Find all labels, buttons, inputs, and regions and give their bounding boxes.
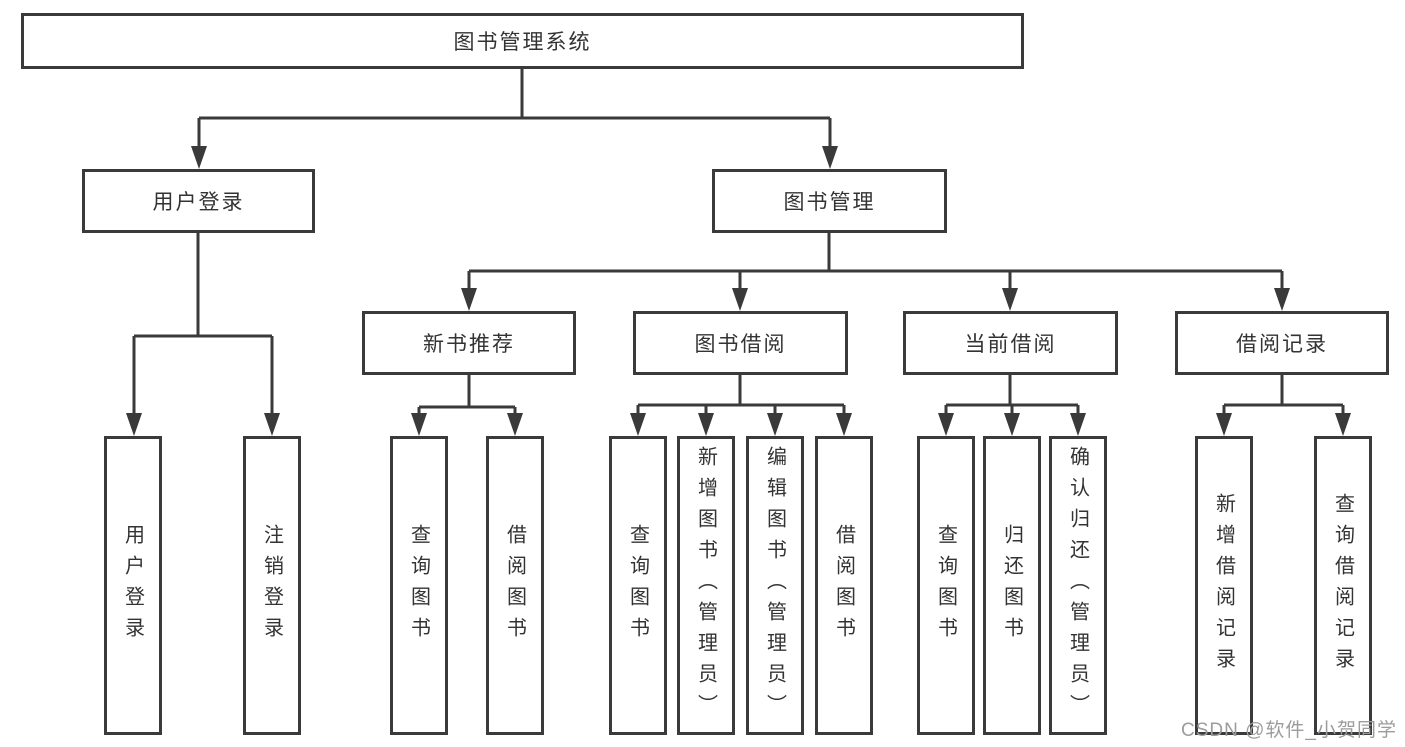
leaf-label: 查询图书 [934, 523, 957, 648]
arrowheads-bookborrow-to-leaves [630, 413, 852, 436]
leaf-user-login: 用户登录 [104, 436, 162, 735]
arrowheads-records-to-leaves [1216, 413, 1351, 436]
leaf-edit-book-admin: 编辑图书（管理员） [746, 436, 804, 735]
connector-currentborrow-to-leaves [944, 375, 1080, 417]
leaf-query-books: 查询图书 [609, 436, 667, 735]
leaf-add-borrow-record: 新增借阅记录 [1195, 436, 1253, 735]
connector-userlogin-to-leaves [132, 233, 274, 417]
leaf-label: 用户登录 [121, 523, 144, 648]
node-book-management: 图书管理 [712, 169, 947, 233]
leaf-confirm-return-admin: 确认归还（管理员） [1049, 436, 1107, 735]
node-library-management-system: 图书管理系统 [21, 13, 1024, 69]
node-label: 当前借阅 [964, 333, 1057, 356]
csdn-watermark: CSDN @软件_小贺同学 [1181, 720, 1397, 741]
connector-newbook-to-leaves [417, 375, 517, 417]
connector-root-to-level2 [197, 69, 832, 150]
leaf-label: 新增图书（管理员） [694, 446, 717, 725]
node-label: 用户登录 [152, 191, 245, 214]
arrowheads-newbook-to-leaves [411, 413, 523, 436]
node-current-borrowing: 当前借阅 [903, 311, 1118, 375]
leaf-borrow-books: 借阅图书 [815, 436, 873, 735]
node-label: 新书推荐 [423, 333, 515, 356]
leaf-label: 借阅图书 [503, 523, 526, 648]
connector-bookborrow-to-leaves [636, 375, 846, 417]
leaf-label: 查询图书 [407, 523, 430, 648]
leaf-query-books: 查询图书 [917, 436, 975, 735]
node-label: 借阅记录 [1236, 333, 1328, 356]
leaf-label: 编辑图书（管理员） [763, 446, 786, 725]
arrowheads-bookmgmt-to-level3 [461, 288, 1290, 311]
arrowheads-currentborrow-to-leaves [938, 413, 1086, 436]
node-borrowing-records: 借阅记录 [1175, 311, 1389, 375]
arrowheads-userlogin-to-leaves [126, 413, 280, 436]
leaf-label: 借阅图书 [832, 523, 855, 648]
node-book-borrowing: 图书借阅 [633, 311, 848, 375]
leaf-add-book-admin: 新增图书（管理员） [677, 436, 735, 735]
leaf-query-borrow-record: 查询借阅记录 [1314, 436, 1372, 735]
arrowheads-root-to-level2 [191, 146, 838, 169]
node-user-login: 用户登录 [82, 169, 315, 233]
leaf-label: 查询图书 [626, 523, 649, 648]
leaf-label: 确认归还（管理员） [1066, 446, 1089, 725]
leaf-query-books: 查询图书 [390, 436, 448, 735]
connector-records-to-leaves [1222, 375, 1345, 417]
leaf-label: 查询借阅记录 [1331, 492, 1354, 679]
node-new-book-recommend: 新书推荐 [362, 311, 576, 375]
leaf-label: 归还图书 [1000, 523, 1023, 648]
leaf-logout: 注销登录 [243, 436, 301, 735]
leaf-borrow-books: 借阅图书 [486, 436, 544, 735]
node-label: 图书管理 [783, 191, 876, 214]
leaf-label: 注销登录 [260, 523, 283, 648]
leaf-label: 新增借阅记录 [1212, 492, 1235, 679]
node-label: 图书管理系统 [453, 31, 592, 54]
node-label: 图书借阅 [694, 333, 787, 356]
connector-bookmgmt-to-level3 [467, 233, 1284, 292]
leaf-return-books: 归还图书 [983, 436, 1041, 735]
